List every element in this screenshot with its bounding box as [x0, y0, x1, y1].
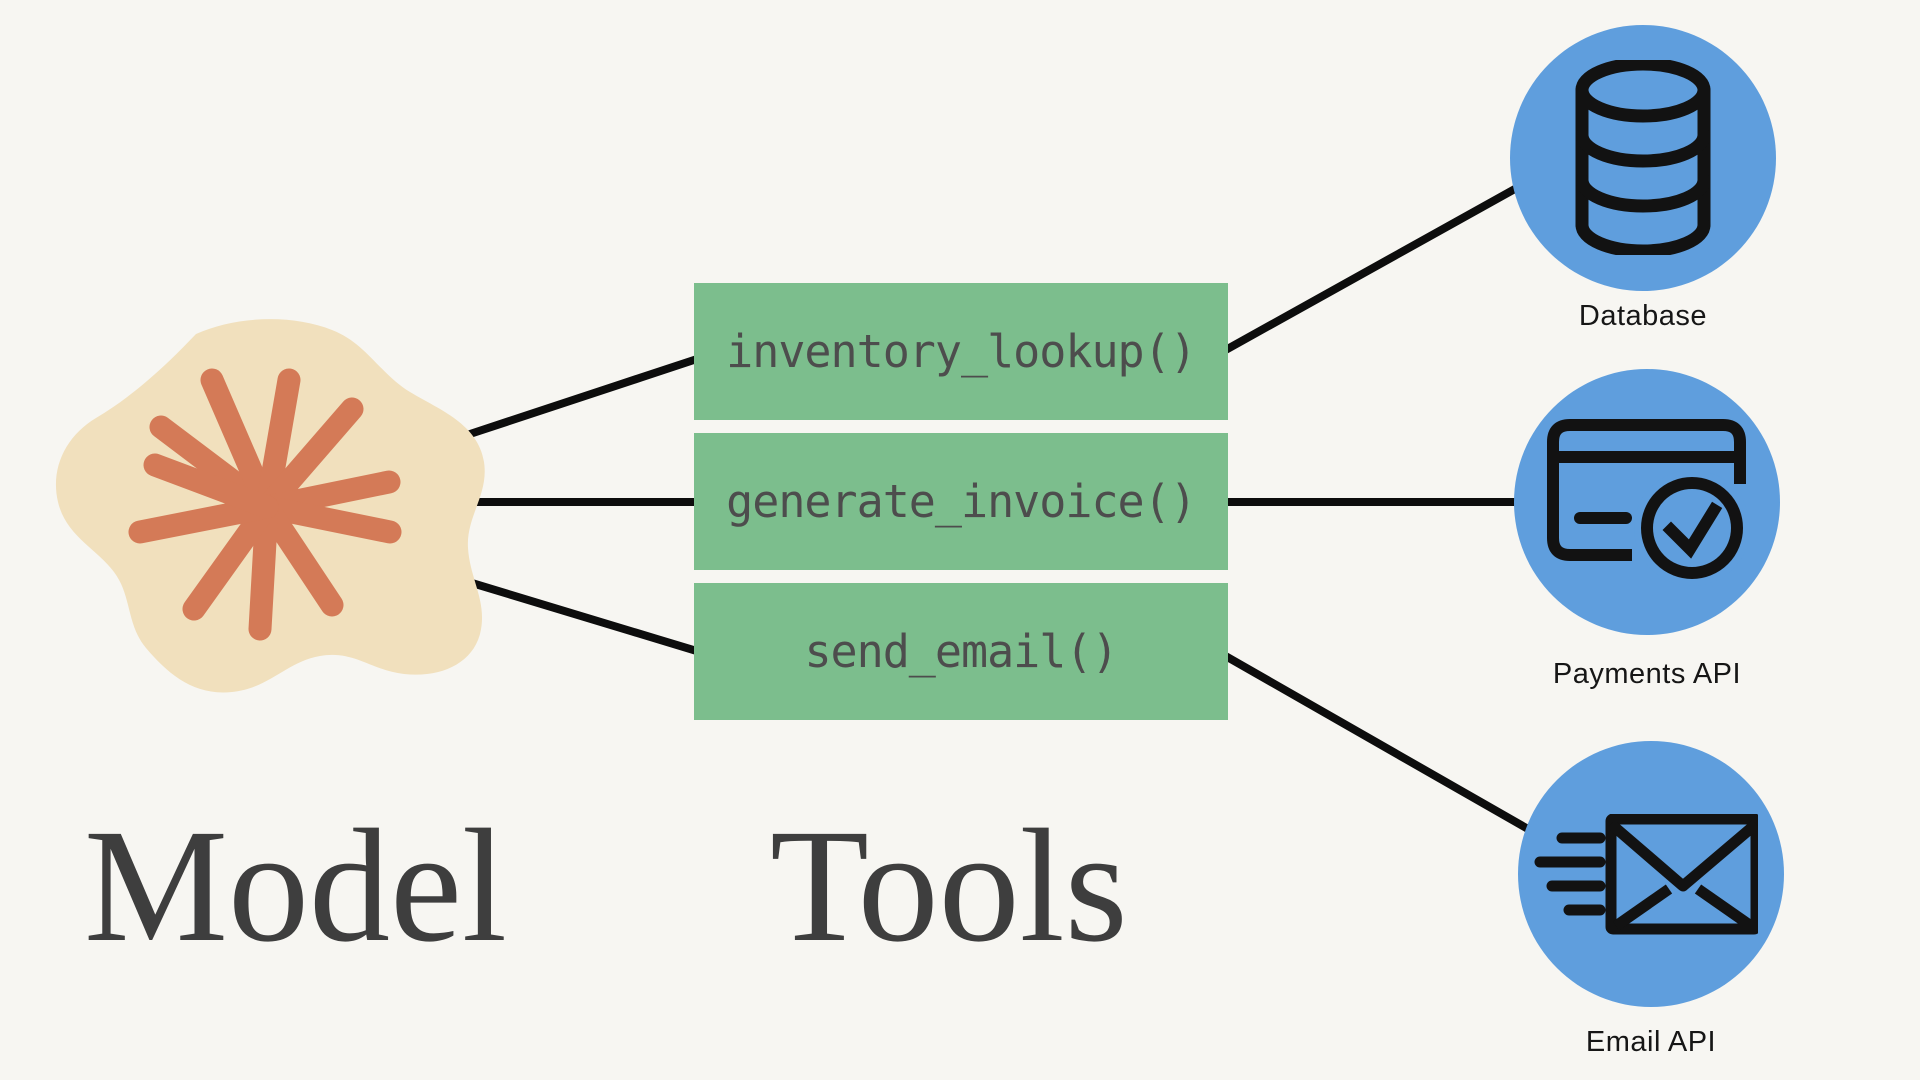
model-title: Model [84, 797, 507, 976]
email-send-icon [1534, 814, 1758, 935]
connector-line-email-emailapi [1218, 650, 1539, 837]
tool-box-send-email: send_email() [694, 583, 1228, 720]
connector-line-inventory-database [1218, 181, 1526, 356]
service-label-payments: Payments API [1552, 658, 1742, 690]
tool-label: generate_invoice() [726, 475, 1197, 528]
connector-line-model-inventory [466, 354, 704, 438]
tools-title: Tools [770, 797, 1128, 976]
service-label-database: Database [1578, 300, 1708, 332]
connector-line-model-email [458, 576, 704, 656]
tool-label: inventory_lookup() [726, 325, 1197, 378]
starburst-icon [128, 368, 402, 641]
service-circle-email [1518, 741, 1784, 1007]
tool-label: send_email() [804, 625, 1118, 678]
credit-card-check-icon [1547, 419, 1750, 586]
tool-box-inventory-lookup: inventory_lookup() [694, 283, 1228, 420]
service-label-email: Email API [1585, 1026, 1717, 1058]
tool-box-generate-invoice: generate_invoice() [694, 433, 1228, 570]
database-icon [1575, 60, 1711, 255]
model-blob [55, 319, 485, 693]
